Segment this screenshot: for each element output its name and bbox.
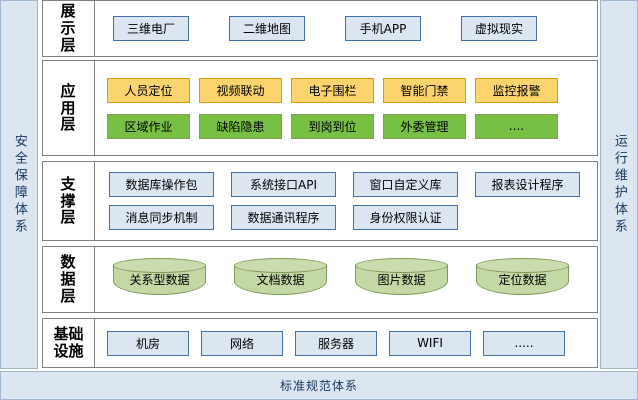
node-app-personnel-positioning[interactable]: 人员定位: [107, 77, 190, 103]
node-app-defect-hazard[interactable]: 缺陷隐患: [199, 113, 282, 139]
node-label: 窗口自定义库: [369, 178, 442, 192]
footer-label: 标准规范体系: [279, 379, 358, 393]
node-app-electronic-fence[interactable]: 电子围栏: [291, 77, 374, 103]
data-row: 关系型数据 文档数据 图片数据 定位数据: [95, 257, 597, 302]
layer-title-presentation: 展示层: [43, 1, 95, 56]
node-support-message-sync-mechanism[interactable]: 消息同步机制: [109, 205, 214, 230]
cylinder-document-data[interactable]: 文档数据: [234, 257, 327, 302]
layer-title-application: 应用层: [43, 61, 95, 155]
node-infra-more[interactable]: .....: [483, 330, 565, 356]
left-sidebar-label: 安全保障体系: [11, 133, 27, 236]
right-sidebar-operation-maintenance: 运行维护体系: [600, 0, 638, 369]
node-app-outsourcing-management[interactable]: 外委管理: [383, 113, 466, 139]
layer-body-support: 数据库操作包 系统接口API 窗口自定义库 报表设计程序 消息同步机制 数据通讯…: [95, 162, 597, 240]
node-presentation-3d-plant[interactable]: 三维电厂: [113, 16, 189, 41]
cylinder-label: 文档数据: [256, 273, 305, 287]
layer-title-support-label: 支撑层: [60, 174, 77, 227]
node-presentation-2d-map[interactable]: 二维地图: [229, 16, 305, 41]
cylinder-image-data[interactable]: 图片数据: [355, 257, 448, 302]
node-label: 区域作业: [124, 119, 173, 134]
right-sidebar-label: 运行维护体系: [611, 133, 627, 236]
cylinder-top: [476, 257, 569, 273]
layer-presentation: 展示层 三维电厂 二维地图 手机APP 虚拟现实: [42, 0, 598, 57]
node-infra-network[interactable]: 网络: [201, 330, 283, 356]
layer-body-application: 人员定位 视频联动 电子围栏 智能门禁 监控报警 区域作业 缺陷隐患 到岗到位 …: [95, 61, 597, 155]
layer-title-infrastructure: 基础设施: [43, 319, 95, 367]
node-app-video-linkage[interactable]: 视频联动: [199, 77, 282, 103]
node-label: 消息同步机制: [125, 211, 198, 225]
node-label: 电子围栏: [308, 83, 357, 98]
node-label: 网络: [229, 336, 254, 351]
node-support-report-design-program[interactable]: 报表设计程序: [475, 172, 580, 197]
node-support-system-interface-api[interactable]: 系统接口API: [231, 172, 336, 197]
node-label: 缺陷隐患: [216, 119, 265, 134]
cylinder-top: [355, 257, 448, 273]
cylinder-label: 关系型数据: [129, 273, 190, 287]
node-label: 身份权限认证: [369, 211, 442, 225]
cylinder-top: [234, 257, 327, 273]
node-label: 二维地图: [242, 22, 291, 36]
node-label: 到岗到位: [308, 119, 357, 134]
node-label: 手机APP: [359, 22, 407, 36]
node-support-db-operation-package[interactable]: 数据库操作包: [109, 172, 214, 197]
node-label: 数据库操作包: [125, 178, 198, 192]
cylinder-label: 图片数据: [377, 273, 426, 287]
layer-application: 应用层 人员定位 视频联动 电子围栏 智能门禁 监控报警 区域作业 缺陷隐患 到…: [42, 60, 598, 156]
node-label: 机房: [135, 336, 160, 351]
node-infra-machine-room[interactable]: 机房: [107, 330, 189, 356]
cylinder-relational-data[interactable]: 关系型数据: [113, 257, 206, 302]
cylinder-label: 定位数据: [498, 273, 547, 287]
support-row-2: 消息同步机制 数据通讯程序 身份权限认证: [95, 205, 597, 230]
support-row-1: 数据库操作包 系统接口API 窗口自定义库 报表设计程序: [95, 172, 597, 197]
node-label: ....: [508, 119, 525, 133]
node-support-window-custom-library[interactable]: 窗口自定义库: [353, 172, 458, 197]
node-support-identity-authorization[interactable]: 身份权限认证: [353, 205, 458, 230]
node-presentation-virtual-reality[interactable]: 虚拟现实: [461, 16, 537, 41]
node-label: 服务器: [317, 336, 354, 351]
layer-title-infrastructure-label: 基础设施: [53, 325, 84, 360]
node-label: 视频联动: [216, 83, 265, 98]
node-app-smart-access-control[interactable]: 智能门禁: [383, 77, 466, 103]
application-row-green: 区域作业 缺陷隐患 到岗到位 外委管理 ....: [95, 113, 597, 139]
presentation-row: 三维电厂 二维地图 手机APP 虚拟现实: [95, 16, 597, 41]
node-infra-wifi[interactable]: WIFI: [389, 330, 471, 356]
layer-body-infrastructure: 机房 网络 服务器 WIFI .....: [95, 319, 597, 367]
node-app-more[interactable]: ....: [475, 113, 558, 139]
node-app-monitoring-alarm[interactable]: 监控报警: [475, 77, 558, 103]
cylinder-top: [113, 257, 206, 273]
layer-title-presentation-label: 展示层: [60, 2, 77, 54]
layer-title-data: 数据层: [43, 247, 95, 312]
node-app-area-operation[interactable]: 区域作业: [107, 113, 190, 139]
node-label: 三维电厂: [126, 22, 175, 36]
layer-data: 数据层 关系型数据 文档数据 图片数据: [42, 246, 598, 313]
node-app-on-duty-in-place[interactable]: 到岗到位: [291, 113, 374, 139]
node-presentation-mobile-app[interactable]: 手机APP: [345, 16, 421, 41]
layer-title-support: 支撑层: [43, 162, 95, 240]
application-row-amber: 人员定位 视频联动 电子围栏 智能门禁 监控报警: [95, 77, 597, 103]
node-label: 外委管理: [400, 119, 449, 134]
node-label: 报表设计程序: [491, 178, 564, 192]
node-label: 人员定位: [124, 83, 173, 98]
footer-standard-specification-system: 标准规范体系: [0, 371, 638, 400]
layer-body-presentation: 三维电厂 二维地图 手机APP 虚拟现实: [95, 1, 597, 56]
node-infra-server[interactable]: 服务器: [295, 330, 377, 356]
left-sidebar-security-assurance: 安全保障体系: [0, 0, 38, 369]
node-label: 系统接口API: [250, 178, 317, 192]
node-label: 虚拟现实: [474, 22, 523, 36]
layer-infrastructure: 基础设施 机房 网络 服务器 WIFI .....: [42, 318, 598, 368]
node-label: .....: [514, 336, 534, 350]
node-label: 数据通讯程序: [247, 211, 320, 225]
node-label: 监控报警: [492, 83, 541, 98]
layer-body-data: 关系型数据 文档数据 图片数据 定位数据: [95, 247, 597, 312]
node-support-data-communication-program[interactable]: 数据通讯程序: [231, 205, 336, 230]
infrastructure-row: 机房 网络 服务器 WIFI .....: [95, 330, 597, 356]
node-label: 智能门禁: [400, 83, 449, 98]
layer-support: 支撑层 数据库操作包 系统接口API 窗口自定义库 报表设计程序 消息同步机制 …: [42, 161, 598, 241]
layer-title-application-label: 应用层: [60, 81, 77, 134]
node-label: WIFI: [417, 336, 443, 350]
cylinder-positioning-data[interactable]: 定位数据: [476, 257, 569, 302]
layer-title-data-label: 数据层: [60, 253, 77, 305]
